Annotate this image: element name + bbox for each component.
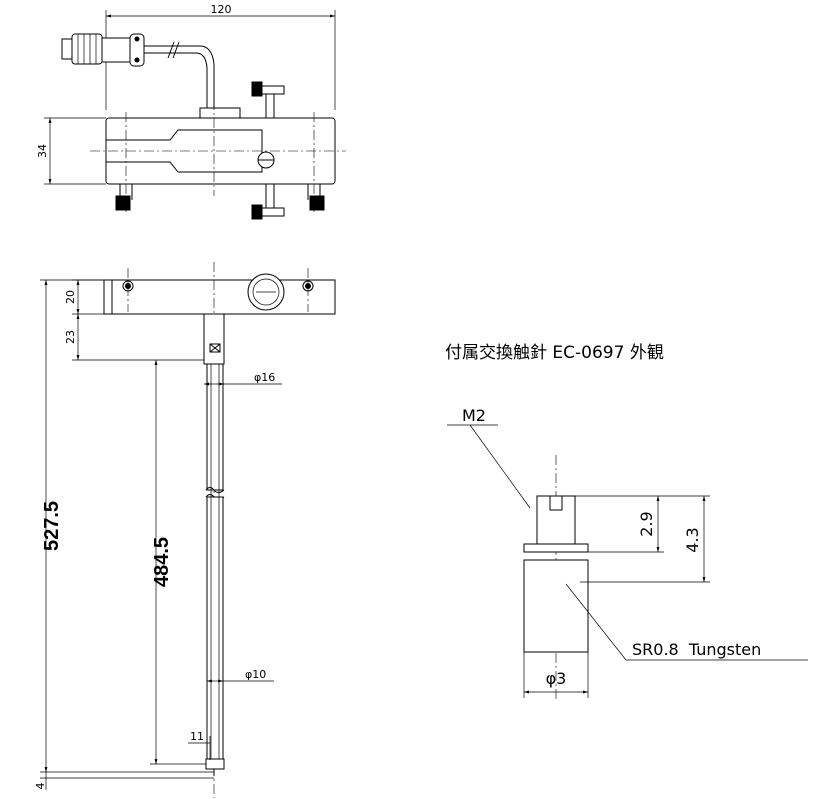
width-dimension: 120 <box>105 3 336 110</box>
top-view: 120 <box>36 3 346 220</box>
collar-dia-dim-label: φ16 <box>254 371 275 384</box>
tip-detail: 付属交換触針 EC-0697 外観 M2 2.9 4.3 SR0.8 Tungs… <box>445 343 808 700</box>
mounting-bar <box>105 279 336 315</box>
tip-extension-dim-label: 4 <box>34 783 47 790</box>
front-view: 527.5 20 23 484.5 φ16 φ10 11 4 <box>34 262 336 798</box>
tip-radius-label: SR0.8 Tungsten <box>632 640 761 659</box>
tip-detail-caption: 付属交換触針 EC-0697 外観 <box>445 343 664 363</box>
diameter-dim-label: φ3 <box>546 669 567 688</box>
probe-length-dim-label: 484.5 <box>151 537 173 587</box>
adjuster-knobs <box>115 81 325 220</box>
collar <box>203 313 225 365</box>
cable-connector <box>61 33 215 108</box>
width-dim-label: 120 <box>211 3 232 16</box>
top-view-body: 34 <box>36 100 346 214</box>
rod-dia-dim-label: φ10 <box>245 668 266 681</box>
tip-shank <box>523 559 589 653</box>
tip-offset-dim-label: 11 <box>190 730 204 743</box>
thread-label: M2 <box>462 406 486 425</box>
collar-height-dim-label: 23 <box>64 330 77 344</box>
probe-rod <box>206 363 224 491</box>
total-height-dim-label-tip: 4.3 <box>683 527 702 552</box>
shank-height-dim-label: 2.9 <box>637 511 656 536</box>
bar-height-dim-label: 20 <box>64 290 77 304</box>
height-dim-label: 34 <box>36 144 49 158</box>
total-height-dim-label: 527.5 <box>41 501 63 551</box>
